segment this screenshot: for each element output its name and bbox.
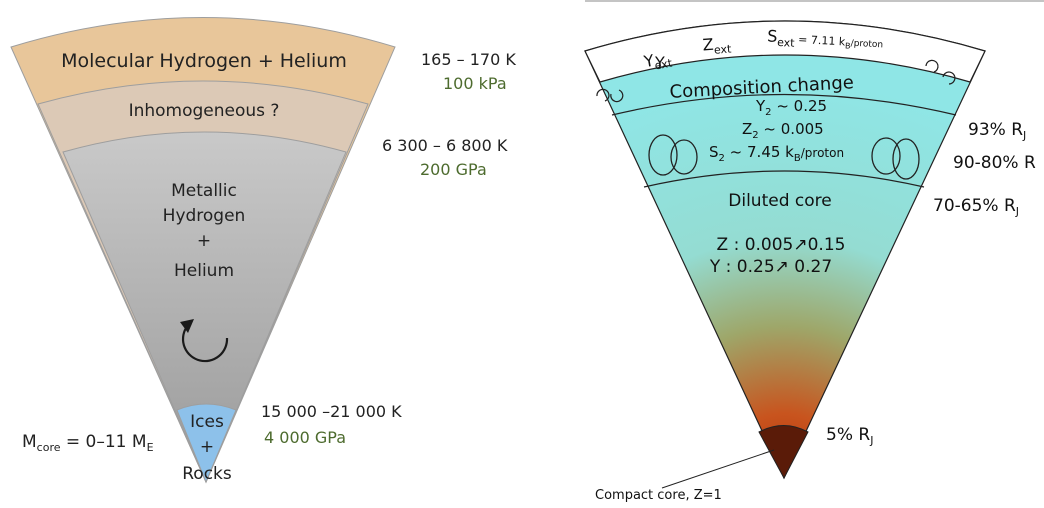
metallic-label-2: Hydrogen: [163, 206, 246, 226]
outer-s-ext: Sext = 7.11 kB/proton: [767, 26, 884, 54]
right-interior-diagram: Y Yext Zext Sext = 7.11 kB/proton Compos…: [584, 0, 1044, 503]
outer-temperature: 165 – 170 K: [421, 50, 516, 69]
outer-envelope-shell: [584, 20, 986, 83]
composition-boundary: [611, 93, 957, 116]
core-label-2: +: [200, 437, 214, 457]
diluted-core-title: Diluted core: [728, 191, 831, 211]
metallic-label-3: +: [197, 231, 211, 251]
metallic-label-1: Metallic: [171, 181, 237, 201]
compact-core: [758, 425, 809, 480]
left-interior-diagram: Molecular Hydrogen + Helium Inhomogeneou…: [10, 17, 516, 484]
outer-pressure: 100 kPa: [443, 74, 507, 93]
core-label-1: Ices: [190, 412, 224, 432]
ice-rock-core: [176, 403, 237, 484]
metallic-label-4: Helium: [174, 261, 234, 281]
outer-z-ext: Zext: [702, 33, 733, 57]
molecular-label: Molecular Hydrogen + Helium: [61, 50, 347, 72]
compact-core-pointer: [661, 449, 775, 489]
diluted-core-z: Z : 0.005↗0.15: [717, 235, 846, 255]
radius-5: 5% RJ: [826, 425, 873, 447]
outer-shell-label: Y: [654, 53, 665, 72]
core-label-3: Rocks: [182, 464, 232, 484]
circular-arrow-icon: [180, 319, 229, 363]
convection-arrow-icon: [596, 59, 956, 103]
radius-93: 93% RJ: [968, 120, 1026, 142]
outer-y-ext: Yext: [642, 48, 674, 75]
layer2-boundary: [643, 170, 925, 188]
mid-pressure: 200 GPa: [420, 160, 487, 179]
inner-temperature: 15 000 –21 000 K: [261, 402, 402, 421]
inner-pressure: 4 000 GPa: [264, 428, 346, 447]
metallic-layer: [62, 131, 347, 484]
mid-temperature: 6 300 – 6 800 K: [382, 136, 508, 155]
inhomogeneous-label: Inhomogeneous ?: [129, 101, 280, 121]
diluted-core-y: Y : 0.25↗ 0.27: [709, 257, 832, 277]
radius-90-80: 90-80% R: [953, 153, 1036, 173]
layer2-s: S2 ~ 7.45 kB/proton: [709, 143, 844, 164]
convection-loops-icon: [648, 134, 920, 180]
core-mass-label: Mcore = 0–11 ME: [22, 432, 154, 454]
layer2-z: Z2 ~ 0.005: [742, 120, 824, 141]
layer2-y: Y2 ~ 0.25: [755, 97, 827, 118]
radius-70-65: 70-65% RJ: [933, 196, 1019, 218]
compact-core-label: Compact core, Z=1: [595, 488, 722, 503]
